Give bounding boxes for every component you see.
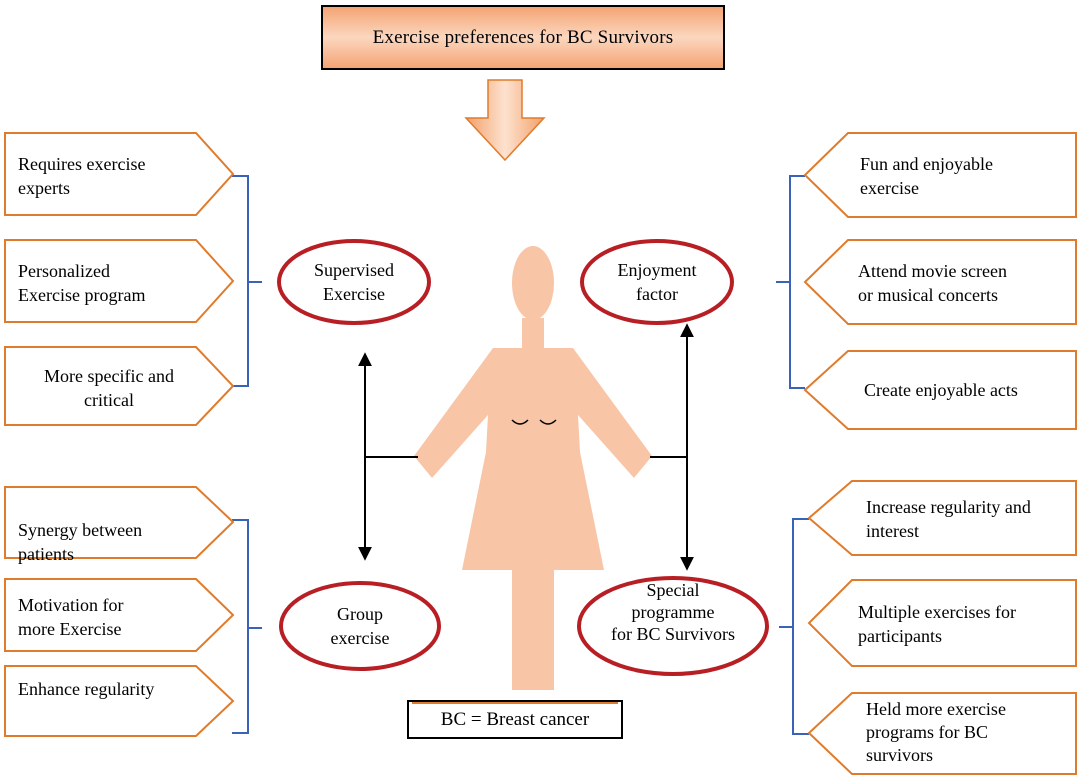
ellipse-group <box>279 581 441 671</box>
bracket-left-top <box>232 175 262 387</box>
box-right-top-0 <box>803 132 1077 218</box>
box-text-left-top-2: More specific and critical <box>44 366 174 410</box>
box-text-left-top-0: Requires exercise experts <box>18 154 146 198</box>
box-left-bottom-2 <box>4 665 235 737</box>
bracket-right-bottom <box>779 518 809 735</box>
box-left-bottom-1 <box>4 578 235 652</box>
box-right-bottom-2 <box>807 692 1077 775</box>
bracket-right-top <box>776 175 805 389</box>
box-left-top-0 <box>4 132 235 216</box>
box-right-top-1 <box>803 239 1077 325</box>
box-text-right-top-1: Attend movie screen or musical concerts <box>858 261 1007 305</box>
box-text-right-bottom-2: Held more exercise programs for BC survi… <box>866 699 1006 765</box>
category-label-enjoyment: Enjoyment factor <box>617 260 697 304</box>
box-text-left-top-1: Personalized Exercise program <box>18 261 146 305</box>
woman-figure <box>414 246 652 690</box>
box-text-left-bottom-1: Motivation for more Exercise <box>18 595 124 639</box>
box-text-right-top-2: Create enjoyable acts <box>864 380 1018 400</box>
box-text-right-top-0: Fun and enjoyable exercise <box>860 154 993 198</box>
category-label-supervised: Supervised Exercise <box>314 260 394 304</box>
box-right-bottom-0 <box>807 480 1077 556</box>
box-right-top-2 <box>803 350 1077 430</box>
ellipse-special <box>577 576 769 676</box>
box-right-bottom-1 <box>807 579 1077 667</box>
legend-box <box>407 700 623 739</box>
box-text-right-bottom-1: Multiple exercises for participants <box>858 602 1016 646</box>
box-text-left-bottom-2: Enhance regularity <box>18 679 155 699</box>
title-box <box>321 5 725 70</box>
category-label-group: Group exercise <box>330 604 390 648</box>
category-label-special: Special programme for BC Survivors <box>610 580 735 644</box>
ellipse-supervised <box>277 239 431 325</box>
page-title: Exercise preferences for BC Survivors <box>372 26 674 48</box>
box-left-bottom-0 <box>4 486 235 559</box>
figure-detail <box>511 419 529 425</box>
down-arrow-icon <box>464 79 546 162</box>
legend-text: BC = Breast cancer <box>440 708 590 730</box>
ellipse-enjoyment <box>580 239 734 325</box>
figure-detail <box>539 419 557 425</box>
box-text-left-bottom-0: Synergy between patients <box>18 520 143 564</box>
box-left-top-1 <box>4 239 235 323</box>
box-text-right-bottom-0: Increase regularity and interest <box>866 497 1031 541</box>
bracket-left-bottom <box>232 519 262 734</box>
box-left-top-2 <box>4 346 235 426</box>
